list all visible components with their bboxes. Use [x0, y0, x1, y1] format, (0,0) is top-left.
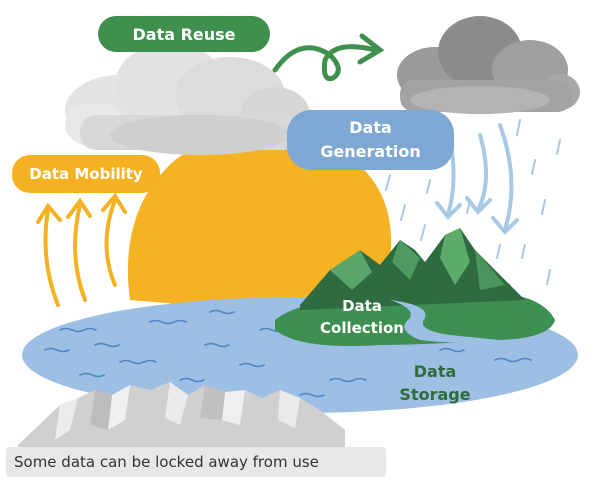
data-reuse-text: Data Reuse: [132, 24, 236, 44]
data-generation-text-line1: Data: [349, 118, 392, 137]
rain-cloud-icon: [397, 16, 580, 114]
data-collection-label: Data Collection: [308, 292, 416, 342]
data-generation-label: Data Generation: [287, 110, 454, 170]
data-storage-text-line2: Storage: [399, 385, 471, 404]
data-storage-label: Data Storage: [386, 358, 484, 408]
data-collection-text-line2: Collection: [320, 319, 404, 337]
data-mobility-label: Data Mobility: [12, 155, 160, 193]
data-generation-text-line2: Generation: [320, 142, 421, 161]
mountain-island-icon: [275, 228, 555, 346]
data-reuse-label: Data Reuse: [98, 16, 270, 52]
down-arrow-icon: [435, 123, 519, 235]
curved-arrow-icon: [272, 33, 385, 82]
caption-text: Some data can be locked away from use: [14, 453, 319, 471]
up-arrow-icon: [36, 192, 127, 307]
data-collection-text-line1: Data: [342, 297, 382, 315]
data-mobility-text: Data Mobility: [29, 165, 143, 183]
data-storage-text-line1: Data: [413, 362, 457, 381]
sun-icon: [127, 129, 392, 320]
locked-data-caption: Some data can be locked away from use: [6, 447, 386, 477]
cloud-icon: [65, 43, 310, 155]
snow-mountains-icon: [18, 382, 345, 450]
